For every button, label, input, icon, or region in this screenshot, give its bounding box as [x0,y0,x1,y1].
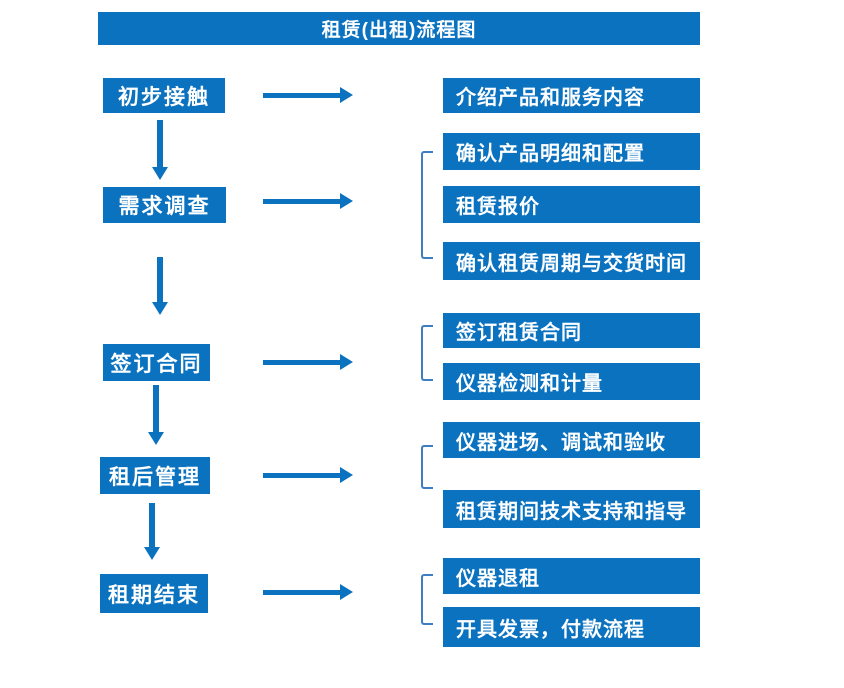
detail-box-instrument-setup: 仪器进场、调试和验收 [443,422,700,458]
group-bracket [421,151,433,259]
stage-box-demand-survey: 需求调查 [103,187,226,223]
arrow-shaft [263,198,340,204]
arrow-right-icon [263,584,353,600]
arrow-right-icon [263,87,353,103]
arrow-head [144,547,160,560]
arrow-shaft [153,385,159,432]
group-bracket [421,325,433,381]
arrow-shaft [263,472,340,478]
detail-box-rental-quotation: 租赁报价 [443,186,700,223]
detail-box-confirm-product-details: 确认产品明细和配置 [443,133,700,170]
detail-box-introduce-products: 介绍产品和服务内容 [443,78,700,113]
arrow-head [152,302,168,315]
arrow-shaft [263,92,340,98]
arrow-head [340,584,353,600]
arrow-shaft [157,257,163,302]
arrow-shaft [263,589,340,595]
arrow-down-icon [152,120,168,180]
arrow-head [340,354,353,370]
arrow-head [340,87,353,103]
arrow-head [340,193,353,209]
detail-box-sign-rental-contract: 签订租赁合同 [443,313,700,348]
stage-box-post-rental-management: 租后管理 [100,457,210,494]
detail-box-instrument-return: 仪器退租 [443,558,700,594]
detail-box-invoice-payment: 开具发票，付款流程 [443,607,700,647]
arrow-right-icon [263,354,353,370]
arrow-head [148,432,164,445]
group-bracket [421,574,433,625]
arrow-head [152,167,168,180]
arrow-head [340,467,353,483]
arrow-shaft [149,503,155,547]
arrow-right-icon [263,467,353,483]
arrow-down-icon [152,257,168,315]
arrow-down-icon [144,503,160,560]
detail-box-technical-support: 租赁期间技术支持和指导 [443,490,700,528]
arrow-down-icon [148,385,164,445]
detail-box-confirm-rental-period: 确认租赁周期与交货时间 [443,242,700,280]
arrow-right-icon [263,193,353,209]
stage-box-initial-contact: 初步接触 [103,78,225,113]
arrow-shaft [263,359,340,365]
arrow-shaft [157,120,163,167]
detail-box-instrument-testing: 仪器检测和计量 [443,363,700,400]
group-bracket [421,445,433,489]
stage-box-rental-end: 租期结束 [100,574,208,613]
stage-box-sign-contract: 签订合同 [103,344,210,381]
flowchart-title: 租赁(出租)流程图 [98,12,700,45]
